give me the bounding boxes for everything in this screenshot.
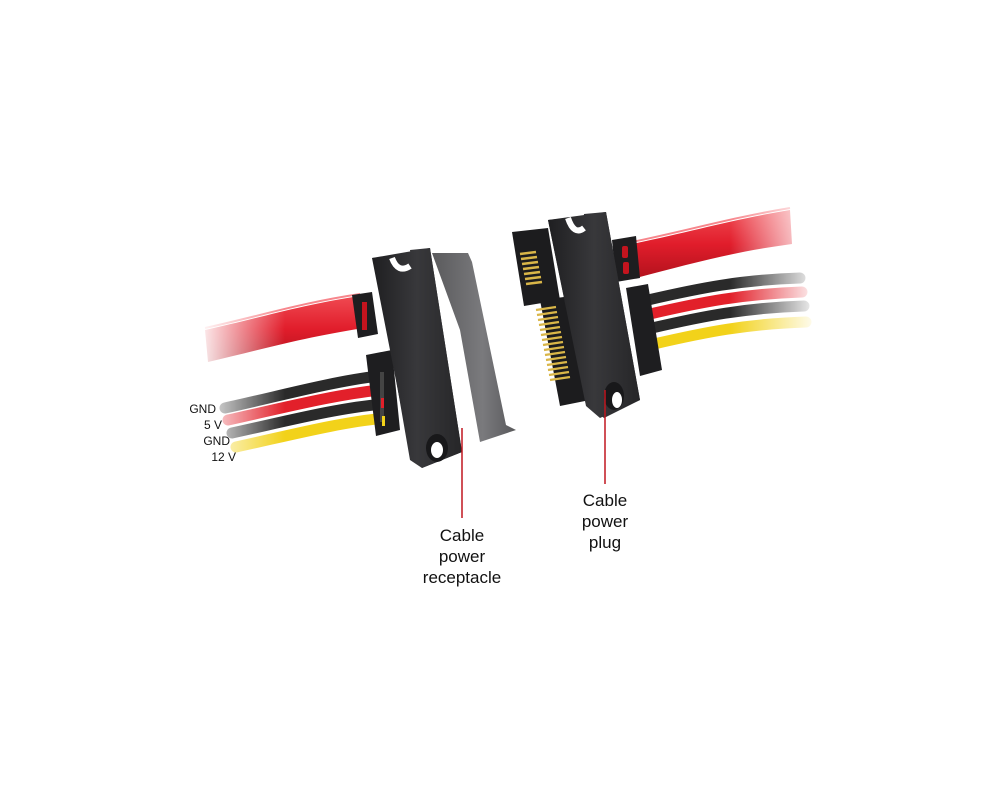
receptacle-callout-line1: Cable — [439, 526, 485, 545]
pin-label-gnd-2: GND — [203, 434, 230, 448]
receptacle-callout: Cable power receptacle — [412, 525, 512, 588]
plug-callout-line1: Cable — [582, 491, 628, 510]
pin-label-12v: 12 V — [211, 450, 236, 464]
pin-label-gnd-1: GND — [189, 402, 216, 416]
receptacle-callout-line2: power — [438, 547, 486, 566]
left-strain-reliefs — [352, 292, 400, 436]
plug-callout: Cable power plug — [565, 490, 645, 553]
pin-label-5v: 5 V — [203, 418, 222, 432]
right-strain-reliefs — [612, 236, 662, 376]
receptacle-callout-line3: receptacle — [422, 568, 502, 587]
plug-callout-line3: plug — [588, 533, 622, 552]
plug-contacts — [519, 250, 571, 382]
receptacle-connector — [372, 248, 516, 468]
plug-connector — [512, 212, 640, 418]
plug-callout-line2: power — [581, 512, 629, 531]
